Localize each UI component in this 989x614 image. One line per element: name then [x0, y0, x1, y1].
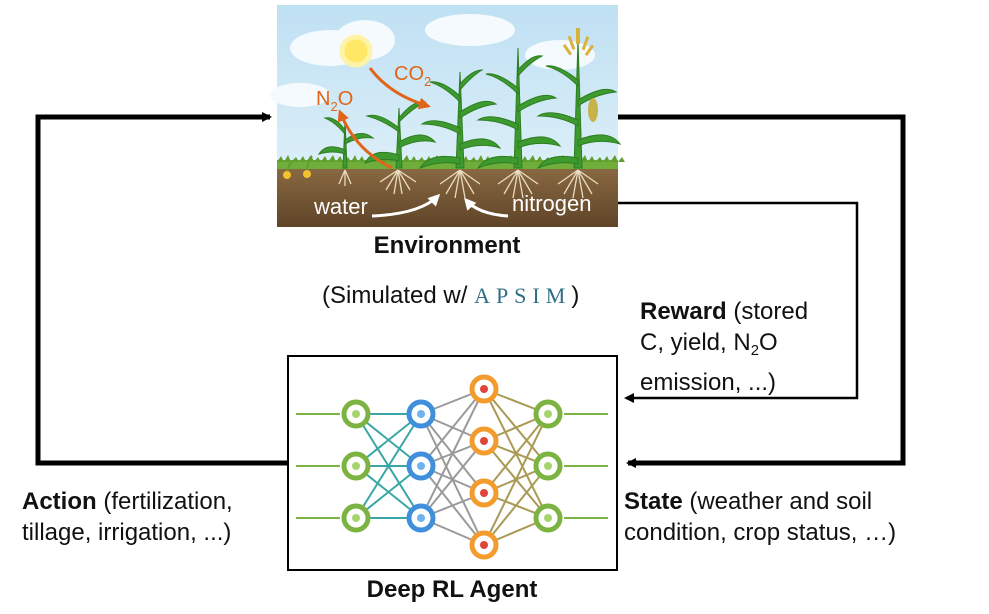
water-arrow [371, 193, 441, 218]
state-title: State [624, 488, 683, 515]
nitrogen-arrow [464, 197, 509, 218]
action-title: Action [22, 488, 97, 515]
reward-title: Reward [640, 298, 727, 325]
node-centers [352, 385, 552, 549]
reward-arrow [618, 201, 859, 403]
reward-label: Reward (stored C, yield, N2O emission, .… [640, 298, 809, 397]
apsim-logo: APSIM [474, 283, 572, 308]
agent-title: Deep RL Agent [366, 576, 538, 603]
corn-plant-icon [317, 39, 622, 170]
n2o-arrow [337, 109, 393, 170]
n2o-label: N2O [316, 88, 353, 114]
network-nodes [341, 374, 563, 560]
root-icon [338, 169, 599, 199]
environment-illustration: CO2 N2O water nitrogen [270, 5, 625, 227]
simulation-prefix: (Simulated w/ [322, 282, 475, 309]
environment-title: Environment [373, 232, 521, 259]
state-label: State (weather and soil condition, crop … [624, 488, 897, 546]
simulation-note: (Simulated w/ APSIM) [322, 280, 579, 311]
agent-box [287, 355, 618, 571]
co2-arrow [368, 67, 431, 110]
state-arrow [618, 114, 906, 468]
co2-label: CO2 [394, 63, 431, 89]
water-label: water [313, 194, 368, 219]
simulation-suffix: ) [571, 282, 580, 309]
action-label: Action (fertilization, tillage, irrigati… [22, 488, 233, 546]
nitrogen-label: nitrogen [512, 191, 592, 216]
action-arrow [35, 112, 288, 466]
sun-icon [339, 34, 373, 68]
tassel-icon [562, 28, 598, 122]
